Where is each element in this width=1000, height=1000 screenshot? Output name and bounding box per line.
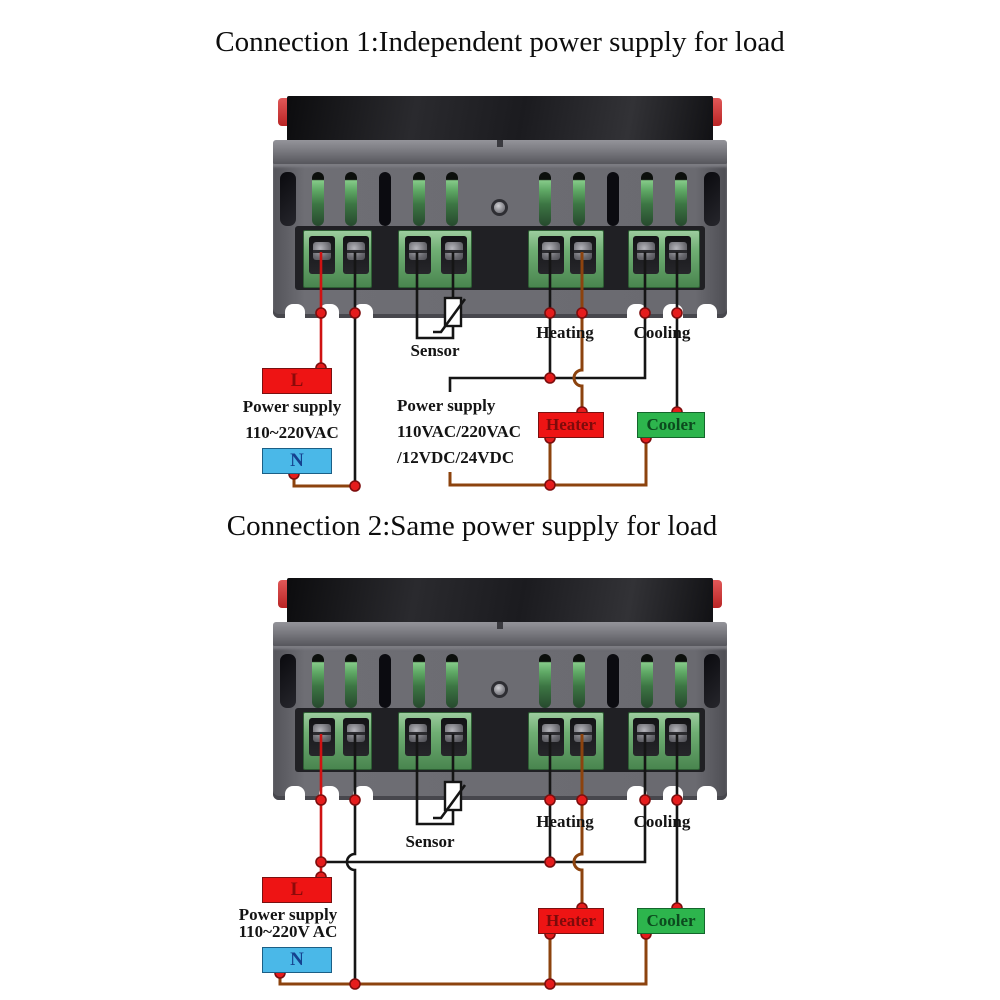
vent-slot [539, 654, 551, 708]
heater-load-block: Heater [538, 412, 604, 438]
vent-slot [704, 654, 720, 708]
heater-load-block: Heater [538, 908, 604, 934]
controller-rear-view [273, 578, 727, 801]
vent-slot [573, 172, 585, 226]
load-power-supply-label: Power supply [397, 396, 496, 415]
vent-slot [345, 654, 357, 708]
live-terminal-block: L [262, 877, 332, 903]
cooler-load-block: Cooler [637, 908, 705, 934]
case-top [287, 578, 713, 624]
terminal-screw [343, 718, 369, 756]
terminal-screw [633, 718, 659, 756]
load-power-supply-voltage1-label: 110VAC/220VAC [397, 422, 522, 441]
vent-slot [413, 654, 425, 708]
terminal-screw [309, 718, 335, 756]
mounting-notch [353, 304, 373, 319]
vent-slot [379, 172, 391, 226]
terminal-screw [343, 236, 369, 274]
load-power-supply-voltage2-label: /12VDC/24VDC [397, 448, 515, 467]
back-panel [273, 164, 727, 319]
mounting-notch [697, 786, 717, 801]
heating-output-label: Heating [536, 812, 594, 831]
terminal-screw [441, 236, 467, 274]
power-supply-label: Power supply [242, 397, 342, 416]
heating-output-label: Heating [536, 323, 594, 342]
sensor-label: Sensor [405, 832, 455, 851]
terminal-screw [405, 236, 431, 274]
vent-slot [675, 654, 687, 708]
diagram1-title: Connection 1:Independent power supply fo… [215, 26, 785, 58]
terminal-screw [441, 718, 467, 756]
case-top [287, 96, 713, 142]
mounting-notch [319, 786, 339, 801]
live-terminal-block: L [262, 368, 332, 394]
vent-slot [280, 172, 296, 226]
terminal-screw [405, 718, 431, 756]
cooling-output-label: Cooling [633, 323, 691, 342]
vent-slot [312, 654, 324, 708]
terminal-screw [633, 236, 659, 274]
controller2-photo [273, 578, 727, 801]
neutral-terminal-block: N [262, 448, 332, 474]
vent-slot [280, 654, 296, 708]
vent-slot [379, 654, 391, 708]
mounting-notch [285, 304, 305, 319]
vent-slot [675, 172, 687, 226]
vent-slot [607, 172, 619, 226]
terminal-screw [570, 718, 596, 756]
mounting-notch [627, 304, 647, 319]
mounting-notch [697, 304, 717, 319]
case-ridge [273, 622, 727, 648]
terminal-screw [538, 718, 564, 756]
terminal-screw [665, 236, 691, 274]
vent-slot [573, 654, 585, 708]
vent-slot [446, 172, 458, 226]
controller1-photo [273, 96, 727, 319]
terminal-screw [309, 236, 335, 274]
back-panel [273, 646, 727, 801]
vent-slot [539, 172, 551, 226]
terminal-screw [570, 236, 596, 274]
mounting-notch [353, 786, 373, 801]
vent-slot [446, 654, 458, 708]
mounting-screw [494, 684, 505, 695]
power-supply-voltage-label: 110~220V AC [238, 922, 338, 941]
vent-slot [345, 172, 357, 226]
case-ridge [273, 140, 727, 166]
mounting-screw [494, 202, 505, 213]
diagram2-title: Connection 2:Same power supply for load [226, 510, 718, 542]
vent-slot [704, 172, 720, 226]
power-supply-voltage-label: 110~220VAC [245, 423, 339, 442]
cooling-output-label: Cooling [633, 812, 691, 831]
sensor-label: Sensor [410, 341, 460, 360]
vent-slot [607, 654, 619, 708]
vent-slot [641, 172, 653, 226]
vent-slot [312, 172, 324, 226]
vent-slot [413, 172, 425, 226]
cooler-load-block: Cooler [637, 412, 705, 438]
mounting-notch [663, 304, 683, 319]
neutral-terminal-block: N [262, 947, 332, 973]
mounting-notch [285, 786, 305, 801]
power-supply-label: Power supply [238, 905, 338, 924]
mounting-notch [319, 304, 339, 319]
terminal-screw [665, 718, 691, 756]
controller-rear-view [273, 96, 727, 319]
mounting-notch [627, 786, 647, 801]
vent-slot [641, 654, 653, 708]
mounting-notch [663, 786, 683, 801]
terminal-screw [538, 236, 564, 274]
